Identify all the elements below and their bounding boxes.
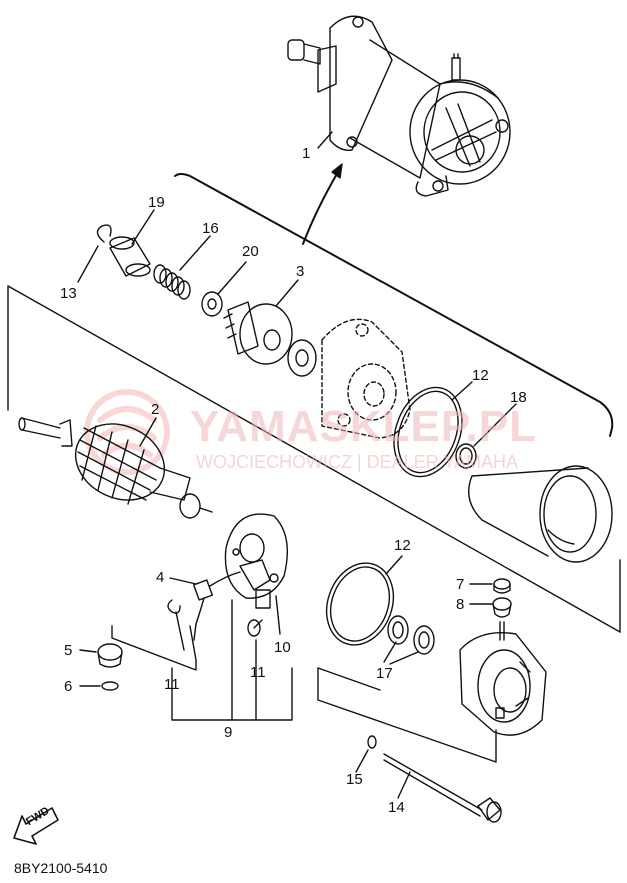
- callout-18: 18: [510, 389, 527, 406]
- callout-8: 8: [456, 596, 465, 613]
- spring: [153, 264, 191, 300]
- leader-10: [275, 595, 281, 635]
- callout-11b: 11: [250, 664, 266, 681]
- callout-20: 20: [242, 243, 259, 260]
- pointer-arrow-to-1: [302, 171, 339, 245]
- grommet-8: [492, 597, 512, 618]
- grommet-5: [97, 643, 123, 668]
- callout-4: 4: [156, 569, 165, 586]
- screw-11-right: [247, 619, 263, 637]
- through-bolt: [383, 753, 502, 823]
- o-ring-upper: [393, 386, 463, 478]
- washer-20: [201, 291, 223, 317]
- callout-19: 19: [148, 194, 165, 211]
- washer-6: [101, 681, 119, 691]
- callout-11a: 11: [164, 676, 180, 693]
- yoke-housing: [468, 465, 613, 563]
- circlip: [96, 224, 112, 243]
- leader-2: [139, 417, 157, 447]
- clutch-pinion: [223, 301, 293, 365]
- screw-11-left: [167, 599, 197, 661]
- leader-5: [79, 649, 97, 653]
- rear-cover: [459, 621, 547, 736]
- end-cover-frame: [317, 667, 497, 763]
- leader-12-lower: [385, 555, 403, 575]
- callout-12b: 12: [394, 537, 411, 554]
- watermark-title: YAMASKLEP.PL: [190, 402, 537, 451]
- leader-12-upper: [451, 381, 473, 401]
- diagram-part-code: 8BY2100-5410: [14, 860, 108, 876]
- callout-7: 7: [456, 576, 465, 593]
- front-bracket-ghost: [321, 318, 411, 439]
- callout-5: 5: [64, 642, 73, 659]
- o-ring-small: [455, 443, 477, 469]
- callout-13: 13: [60, 285, 77, 302]
- leader-1: [317, 131, 333, 149]
- callout-3: 3: [296, 263, 305, 280]
- bracket-9: [171, 599, 293, 721]
- leader-19: [131, 209, 155, 245]
- washer-15: [367, 735, 377, 749]
- brush-holder-plate: [224, 513, 289, 609]
- leader-4: [169, 577, 197, 585]
- collar: [109, 236, 151, 277]
- leader-18: [473, 403, 517, 447]
- washers-17: [387, 615, 435, 655]
- callout-6: 6: [64, 678, 73, 695]
- leader-13: [77, 245, 99, 283]
- brush-lead: [192, 571, 241, 641]
- fwd-arrow-icon: [13, 807, 59, 845]
- callout-14: 14: [388, 799, 405, 816]
- starter-motor-assembly: [287, 15, 511, 197]
- washer-clutch: [287, 339, 317, 377]
- callout-15: 15: [346, 771, 363, 788]
- leader-3: [275, 279, 299, 307]
- armature: [18, 417, 213, 519]
- o-ring-lower: [325, 562, 395, 646]
- callout-1: 1: [302, 145, 311, 162]
- watermark-subtitle: WOJCIECHOWICZ | DEALER YAMAHA: [196, 452, 519, 472]
- leader-17: [383, 641, 419, 665]
- leader-14: [397, 771, 411, 799]
- leader-20: [217, 261, 247, 295]
- callout-16: 16: [202, 220, 219, 237]
- callout-17: 17: [376, 665, 393, 682]
- callout-9: 9: [224, 724, 233, 741]
- leader-15: [355, 749, 369, 773]
- callout-12a: 12: [472, 367, 489, 384]
- callout-2: 2: [151, 401, 160, 418]
- group-bracket-upper: [174, 173, 614, 437]
- leader-16: [179, 235, 211, 271]
- callout-10: 10: [274, 639, 291, 656]
- exploded-frame: [7, 285, 621, 633]
- nut-7: [493, 578, 511, 594]
- bracket-5-11: [111, 625, 197, 671]
